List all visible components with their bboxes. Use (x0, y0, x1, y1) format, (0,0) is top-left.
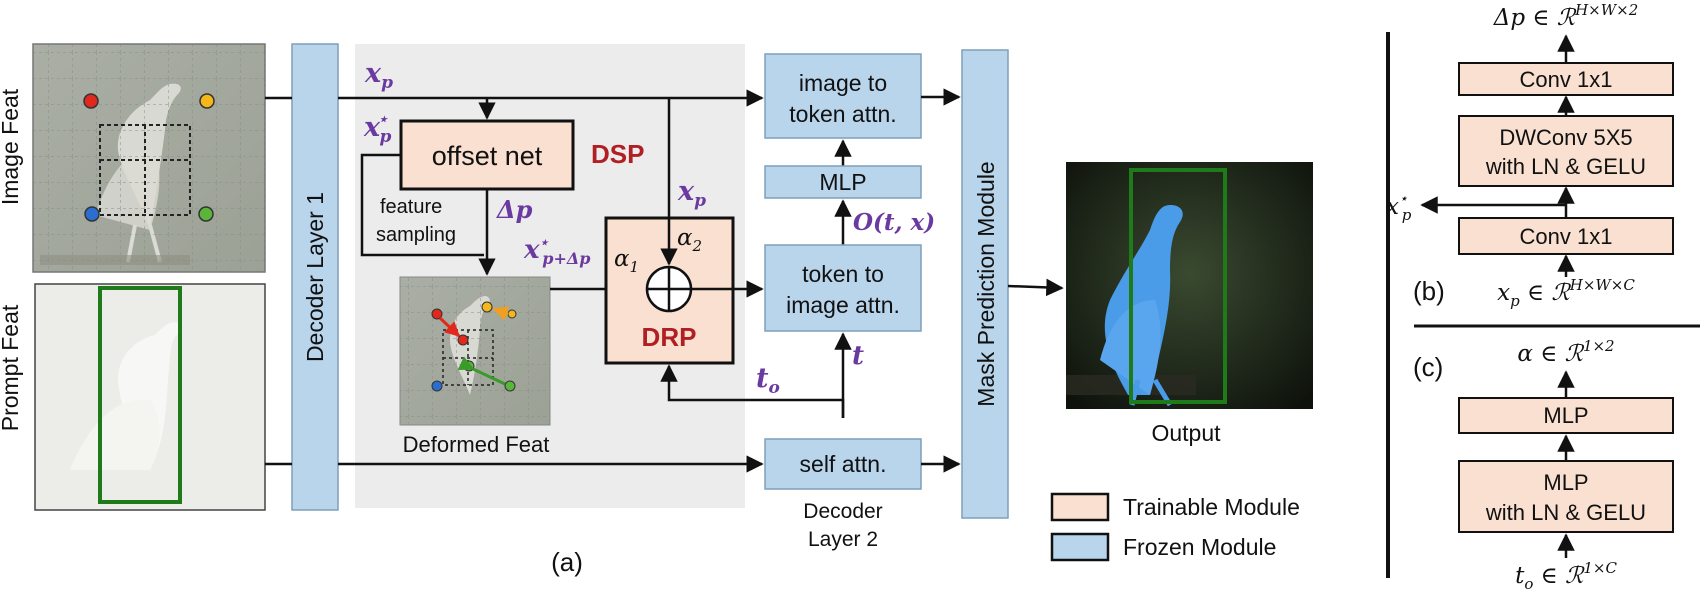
token-to-image-attn-box (764, 244, 922, 332)
panel-b-top-label: Δp ∈ ℛH×W×2 (1493, 1, 1639, 31)
xp-star-label: x⋆p (363, 110, 392, 147)
panel-b-conv-top (1458, 62, 1674, 96)
token-to-image-label-2: image attn. (786, 292, 900, 318)
legend-trainable-swatch (1050, 492, 1110, 522)
alpha2-label: α2 (677, 225, 702, 255)
panel-b-caption: (b) (1413, 276, 1445, 306)
t-label: t (852, 341, 864, 371)
legend-trainable-label: Trainable Module (1123, 494, 1300, 520)
deformed-feat-picture (399, 276, 551, 426)
image-to-token-attn-box (764, 53, 922, 139)
panel-c-bottom-label: to ∈ ℛ1×C (1515, 559, 1617, 593)
panel-b-dwconv (1458, 115, 1674, 187)
decoder-layer-2-label-2: Layer 2 (808, 528, 878, 551)
xp-mid-label: xp (677, 176, 706, 211)
output-label: Output (1151, 420, 1221, 446)
panel-b-bottom-label: xp ∈ ℛH×W×C (1497, 276, 1635, 310)
blue-sample-point (84, 206, 100, 222)
output-picture (1066, 162, 1313, 409)
yellow-sample-point (199, 93, 215, 109)
deformed-feat-label: Deformed Feat (403, 432, 550, 457)
offset-net-label: offset net (432, 141, 543, 171)
decoder-layer-1-label: Decoder Layer 1 (302, 192, 328, 362)
feature-sampling-label-2: sampling (376, 224, 456, 246)
self-attn-box (764, 438, 922, 490)
to-label: to (756, 363, 780, 398)
panel-c-mlp-top-label: MLP (1543, 403, 1588, 428)
delta-p-label: Δp (496, 195, 533, 224)
mask-prediction-label: Mask Prediction Module (973, 161, 999, 406)
image-to-token-label-1: image to (799, 70, 887, 96)
prompt-feat-label: Prompt Feat (0, 304, 23, 431)
legend-frozen-swatch (1050, 532, 1110, 562)
xp-delta-label: x⋆p+Δp (523, 235, 590, 268)
decoder-layer-2-label-1: Decoder (803, 500, 882, 523)
image-to-token-label-2: token attn. (789, 101, 896, 127)
xp-top-label: xp (364, 58, 393, 93)
panel-b-dwconv-label-2: with LN & GELU (1485, 154, 1646, 179)
caption-a: (a) (551, 547, 583, 577)
feature-sampling-label-1: feature (380, 196, 442, 218)
mlp-label: MLP (819, 169, 866, 195)
image-feat-label: Image Feat (0, 88, 23, 205)
decoder-layer-1 (291, 43, 339, 511)
panel-b-conv-top-label: Conv 1x1 (1520, 67, 1613, 92)
panel-c-mlp-top (1458, 397, 1674, 434)
panel-c-mlp-bottom (1458, 460, 1674, 533)
mask-prediction-module (961, 49, 1009, 519)
panel-b-dwconv-label-1: DWConv 5X5 (1499, 125, 1632, 150)
panel-c-mlp-bottom-label-2: with LN & GELU (1485, 500, 1646, 525)
panel-c-mlp-bottom-label-1: MLP (1543, 470, 1588, 495)
prompt-feat-picture (34, 283, 266, 511)
self-attn-label: self attn. (800, 451, 887, 477)
token-to-image-label-1: token to (802, 261, 884, 287)
mlp-box (764, 165, 922, 199)
prompt-box (98, 286, 182, 504)
feature-sampling-path (360, 153, 484, 257)
panel-b-conv-bottom-label: Conv 1x1 (1520, 224, 1613, 249)
image-feat-picture (32, 43, 266, 273)
o-tx-label: O(t, x) (853, 209, 935, 236)
panel-b-side-label: x⋆p (1386, 191, 1412, 224)
output-box (1129, 168, 1227, 404)
panel-b-conv-bottom (1458, 217, 1674, 255)
drp-label: DRP (642, 322, 697, 352)
panel-c-top-label: α ∈ ℛ1×2 (1517, 337, 1614, 367)
alpha1-label: α1 (614, 246, 639, 276)
panel-c-caption: (c) (1413, 352, 1443, 382)
legend-frozen-label: Frozen Module (1123, 534, 1276, 560)
red-sample-point (83, 93, 99, 109)
dsp-label: DSP (591, 139, 644, 169)
green-sample-point (198, 206, 214, 222)
